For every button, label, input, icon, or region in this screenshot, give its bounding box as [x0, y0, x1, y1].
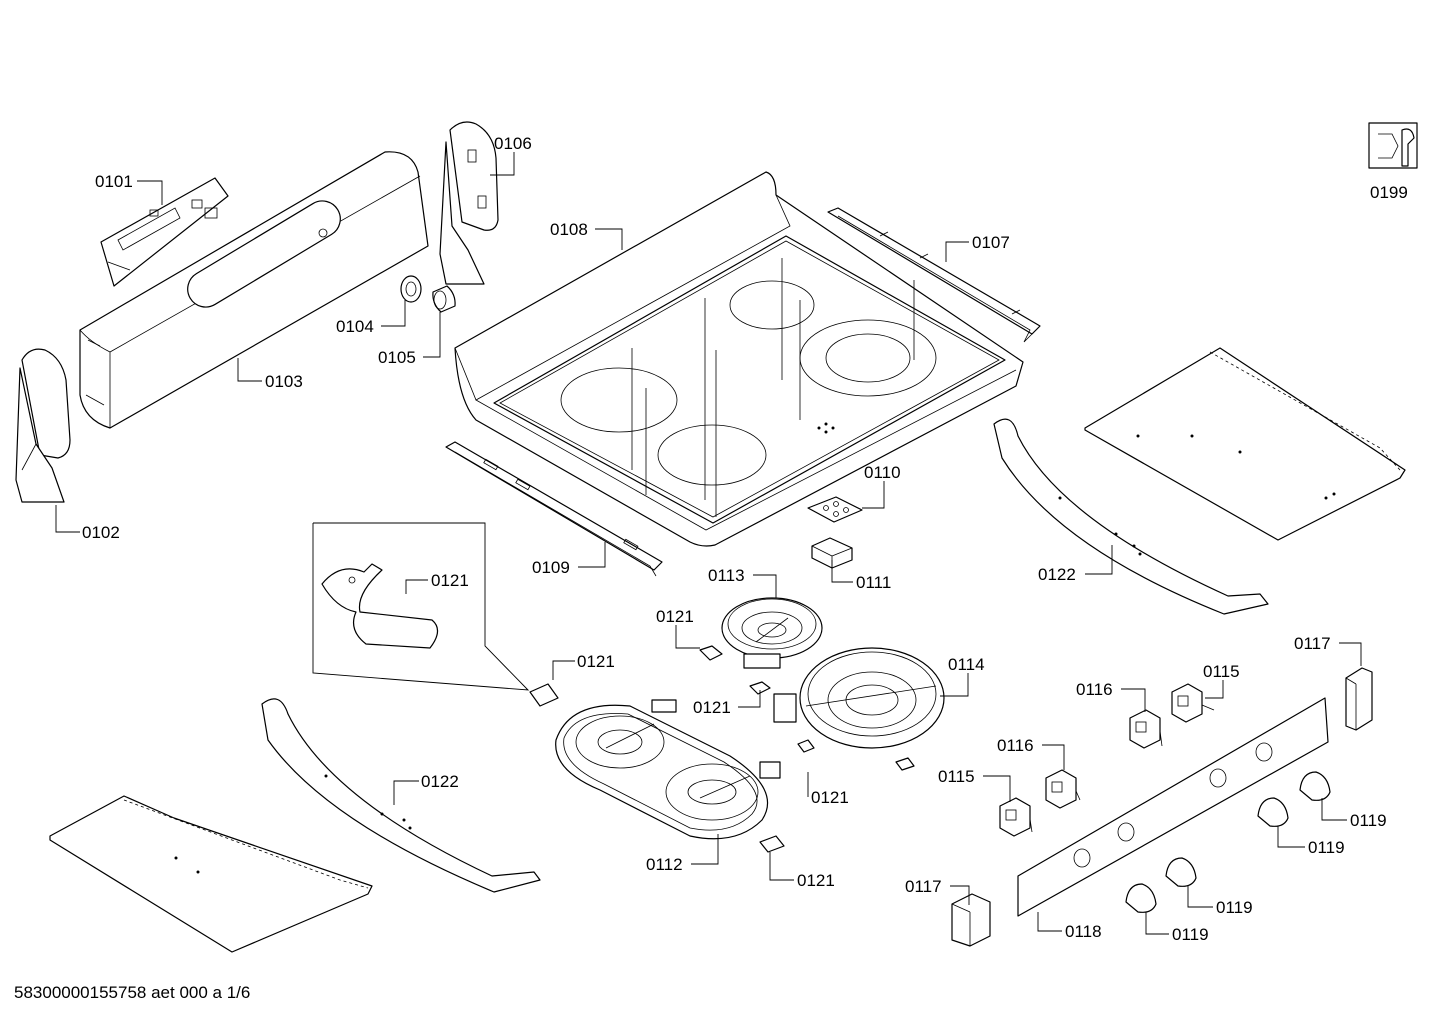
callout-label-c0112: 0112 [646, 855, 683, 874]
part-0122-left-bracket [261, 698, 541, 893]
part-0110-pad [807, 496, 863, 523]
callout-label-c0117b: 0117 [905, 877, 942, 896]
callout-label-c0121f: 0121 [797, 871, 835, 890]
part-0118-knob-panel [1017, 697, 1329, 917]
callout-label-c0106: 0106 [494, 134, 532, 153]
leader-line-c0110 [862, 481, 885, 509]
leader-line-c0119b [1277, 826, 1305, 848]
leader-line-c0119d [1145, 912, 1169, 935]
callout-label-c0117a: 0117 [1294, 634, 1331, 653]
callout-label-c0121a: 0121 [431, 571, 469, 590]
callout-label-c0115a: 0115 [1203, 662, 1240, 681]
wrench-icon [1368, 122, 1418, 169]
part-0116-regulator-a [1129, 709, 1163, 749]
callout-label-c0119d: 0119 [1172, 925, 1209, 944]
callout-label-c0121e: 0121 [811, 788, 849, 807]
part-0115-regulator-a [1171, 683, 1215, 723]
leader-line-c0109 [578, 542, 606, 568]
leader-line-c0105 [423, 312, 441, 358]
leader-line-c0108 [595, 228, 623, 250]
leader-line-c0121a [405, 579, 428, 594]
leader-line-c0119c [1187, 886, 1213, 908]
leader-line-c0122a [1085, 545, 1113, 575]
part-0114-large-element [773, 647, 945, 749]
callout-label-c0121d: 0121 [693, 698, 731, 717]
callout-label-c0114: 0114 [948, 655, 985, 674]
callout-label-c0122b: 0122 [421, 772, 459, 791]
leader-line-c0113 [753, 574, 777, 598]
part-0106-right-end-cap [439, 121, 499, 285]
callout-label-c0104: 0104 [336, 317, 374, 336]
leader-line-c0116a [1121, 688, 1146, 712]
callout-label-c0121c: 0121 [656, 607, 694, 626]
part-0117-cap-left [951, 893, 991, 947]
leader-line-c0107 [945, 241, 969, 262]
part-0121-clips [529, 645, 915, 853]
leader-line-c0119a [1321, 798, 1347, 821]
callout-label-c0119a: 0119 [1350, 811, 1387, 830]
part-0103-control-panel [79, 151, 429, 429]
part-0102-left-end-cap [15, 348, 71, 503]
leader-line-c0101 [137, 180, 163, 205]
leader-line-c0122b [393, 780, 419, 805]
callout-label-c0121b: 0121 [577, 652, 615, 671]
part-0107-rear-rail [827, 207, 1041, 343]
callout-label-c0107: 0107 [972, 233, 1010, 252]
leader-line-c0111 [831, 560, 853, 583]
part-0112-oval-element [555, 699, 781, 840]
part-0119-knobs [1125, 771, 1331, 913]
part-0105-knob [432, 285, 456, 313]
callout-label-c0111: 0111 [856, 573, 891, 592]
callout-label-c0108: 0108 [550, 220, 588, 239]
part-left-tray [49, 795, 373, 953]
callout-label-c0119b: 0119 [1308, 838, 1345, 857]
drawing-number: 58300000155758 aet 000 a 1/6 [14, 983, 250, 1002]
callout-label-c0115b: 0115 [938, 767, 975, 786]
callout-label-c0118: 0118 [1065, 922, 1102, 941]
leader-line-c0102 [55, 505, 80, 533]
callout-label-c0105: 0105 [378, 348, 416, 367]
leader-line-c0121d [738, 690, 761, 708]
part-0122-right-bracket [993, 418, 1269, 615]
part-0117-cap-right [1345, 667, 1373, 731]
callout-label-c0199: 0199 [1370, 183, 1408, 202]
part-0108-cooktop [454, 171, 1024, 547]
callout-label-c0110: 0110 [864, 463, 901, 482]
leader-line-c0116b [1042, 744, 1065, 770]
leader-line-c0106 [490, 152, 515, 176]
callout-label-c0116a: 0116 [1076, 680, 1113, 699]
leader-line-c0121c [675, 625, 700, 649]
part-0101-control-board [100, 177, 229, 287]
leader-line-c0104 [381, 300, 406, 327]
leader-line-c0117b [950, 885, 970, 905]
leader-line-c0112 [691, 834, 719, 865]
part-0109-front-rail [445, 441, 663, 577]
leader-line-c0121f [769, 852, 794, 881]
leader-line-c0118 [1037, 912, 1062, 932]
leader-line-c0117a [1339, 642, 1362, 666]
callout-label-c0109: 0109 [532, 558, 570, 577]
callout-label-c0102: 0102 [82, 523, 120, 542]
callout-label-c0113: 0113 [708, 566, 745, 585]
leader-line-c0121b [552, 660, 575, 680]
part-0104-knob-ring [400, 275, 422, 303]
leader-line-c0115a [1205, 680, 1224, 699]
callout-label-c0119c: 0119 [1216, 898, 1253, 917]
callout-label-c0101: 0101 [95, 172, 133, 191]
part-0116-regulator-b [1045, 769, 1081, 809]
part-right-tray [1084, 347, 1406, 541]
detail-box-0121 [312, 522, 530, 691]
callout-label-c0103: 0103 [265, 372, 303, 391]
callout-label-c0116b: 0116 [997, 736, 1034, 755]
leader-line-c0103 [237, 358, 262, 382]
part-0115-regulator-b [999, 797, 1033, 837]
leader-line-c0115b [983, 775, 1011, 802]
leader-line-c0114 [940, 673, 969, 697]
callout-label-c0122a: 0122 [1038, 565, 1076, 584]
part-0113-small-element [721, 597, 823, 669]
